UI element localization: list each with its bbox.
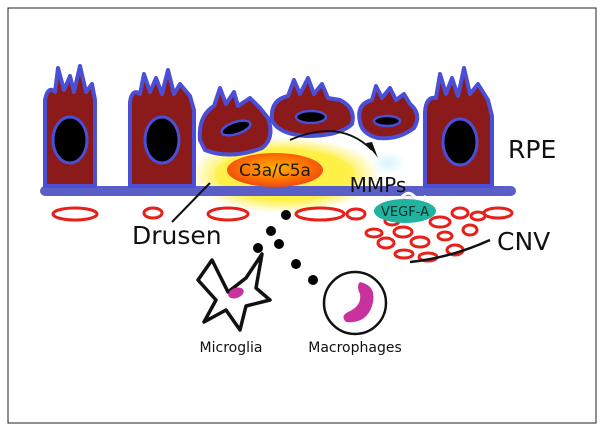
rpe-cell [423, 66, 494, 188]
cnv-label: CNV [497, 227, 550, 256]
c3a-c5a-label: C3a/C5a [239, 161, 311, 181]
drusen-label: Drusen [132, 221, 222, 250]
macrophage-cell [322, 270, 388, 336]
cnv-leader-line [409, 238, 491, 264]
rpe-label: RPE [508, 135, 556, 164]
nucleus [143, 115, 181, 165]
rpe-cell-flattened [197, 86, 273, 157]
bruchs-membrane [40, 186, 516, 196]
vegf-a-label: VEGF-A [381, 205, 429, 220]
rpe-cell-flattened [357, 84, 420, 141]
mmps-label: MMPs [350, 173, 407, 197]
complement-blob [227, 153, 323, 187]
microglia-nucleus [228, 287, 244, 299]
rpe-cell [128, 68, 196, 188]
macrophages-label: Macrophages [308, 340, 402, 356]
mmps-connector [400, 191, 428, 201]
mmps-glow [370, 151, 406, 175]
microglia-label: Microglia [200, 340, 263, 356]
figure-frame [7, 7, 597, 424]
drusen-leader-line [171, 182, 211, 223]
nucleus [372, 114, 402, 128]
rpe-cell-flattened [269, 76, 355, 138]
nucleus [441, 117, 479, 167]
immune-migration-dots [253, 210, 318, 285]
arrowhead [366, 142, 378, 158]
rpe-cell [43, 64, 97, 188]
nucleus [51, 115, 89, 165]
microglia-cell [196, 252, 272, 332]
macrophage-nucleus [343, 282, 374, 323]
nucleus [220, 119, 252, 137]
vegf-a-blob [374, 199, 436, 223]
nucleus [294, 109, 328, 125]
arrow-to-mmps [289, 130, 373, 151]
